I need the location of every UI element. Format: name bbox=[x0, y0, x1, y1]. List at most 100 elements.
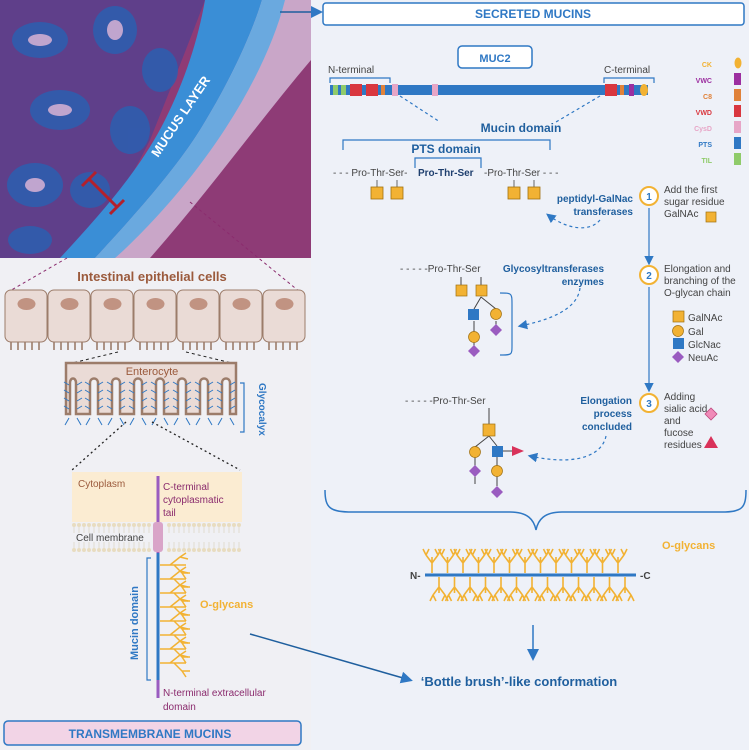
pts-domain-label: PTS domain bbox=[411, 142, 480, 156]
glycocalyx-ticks bbox=[63, 381, 236, 426]
zoom-lines-top bbox=[7, 201, 301, 293]
glcnac-square-icon bbox=[673, 338, 684, 349]
enzyme1-arrow bbox=[546, 213, 601, 229]
muc2-label: MUC2 bbox=[479, 53, 510, 65]
transmembrane-banner-text: TRANSMEMBRANE MUCINS bbox=[69, 727, 232, 741]
transmembrane-to-brush-arrow bbox=[249, 633, 413, 684]
enzyme1-line2: transferases bbox=[574, 207, 634, 218]
o-glycans-label-left: O-glycans bbox=[200, 599, 253, 611]
legend-item-til: TIL bbox=[702, 153, 741, 165]
secreted-banner bbox=[322, 2, 745, 26]
gal-circle-icon bbox=[672, 325, 684, 337]
legend-item-cysd: CysD bbox=[694, 121, 741, 133]
svg-text:C8: C8 bbox=[703, 94, 712, 101]
svg-text:CysD: CysD bbox=[694, 126, 712, 133]
thickness-marker bbox=[80, 170, 126, 216]
svg-text:PTS: PTS bbox=[698, 142, 712, 149]
galnac-square-icon bbox=[672, 310, 685, 323]
legend-item-c8: C8 bbox=[703, 89, 741, 101]
sugar-legend: GalNAc Gal GlcNac NeuAc bbox=[672, 310, 722, 364]
mucin-domain-label-left: Mucin domain bbox=[129, 586, 141, 660]
legend-neuac: NeuAc bbox=[688, 353, 718, 364]
enzyme2-line1: Glycosyltransferases bbox=[503, 264, 605, 275]
epithelial-cells-row bbox=[4, 289, 306, 350]
svg-text:residues: residues bbox=[664, 440, 702, 451]
legend-item-ck: CK bbox=[702, 57, 742, 69]
enterocyte: Enterocyte bbox=[63, 361, 238, 426]
galnac-step1 bbox=[370, 180, 541, 200]
cell-membrane-label: Cell membrane bbox=[76, 533, 144, 544]
enzyme1-line1: peptidyl-GalNac bbox=[557, 194, 634, 205]
epithelial-title: Intestinal epithelial cells bbox=[77, 269, 227, 284]
neuac-diamond-icon bbox=[672, 351, 684, 363]
c-end-label: -C bbox=[640, 571, 651, 582]
svg-text:O-glycan chain: O-glycan chain bbox=[664, 288, 731, 299]
galnac-square-icon-step1 bbox=[705, 211, 717, 223]
enzyme2-line2: enzymes bbox=[562, 277, 605, 288]
sequence-step2: - - - - -Pro-Thr-Ser bbox=[400, 264, 481, 275]
sequence-left: - - - Pro-Thr-Ser- bbox=[333, 168, 407, 179]
epithelial-cell bbox=[262, 289, 306, 350]
svg-text:sialic acid: sialic acid bbox=[664, 404, 707, 415]
cytoplasm-label: Cytoplasm bbox=[78, 479, 125, 490]
n-terminal-label: N-terminal bbox=[328, 65, 374, 76]
svg-text:1: 1 bbox=[646, 192, 652, 203]
pts-inner-bracket bbox=[414, 157, 482, 168]
secreted-banner-text: SECRETED MUCINS bbox=[475, 7, 591, 21]
secreted-brace bbox=[324, 489, 747, 531]
fucose-icon bbox=[704, 436, 718, 448]
enzyme3-line1: Elongation bbox=[580, 396, 632, 407]
mucin-domain-bracket bbox=[146, 557, 151, 681]
svg-text:and: and bbox=[664, 416, 681, 427]
c-terminal-label: C-terminal bbox=[604, 65, 650, 76]
glycocalyx-label: Glycocalyx bbox=[256, 383, 267, 436]
svg-text:VWC: VWC bbox=[696, 78, 712, 85]
epithelial-cell bbox=[90, 289, 134, 350]
epithelial-cell bbox=[176, 289, 220, 350]
cell-membrane-bilayer bbox=[72, 523, 241, 552]
c-terminal-label-3: tail bbox=[163, 508, 176, 519]
enzyme3-line2: process bbox=[594, 409, 633, 420]
n-terminal-label-2: domain bbox=[163, 702, 196, 713]
c-terminal-label-2: cytoplasmatic bbox=[163, 495, 224, 506]
sequence-right: -Pro-Thr-Ser - - - bbox=[484, 168, 558, 179]
terminal-brackets bbox=[329, 77, 655, 83]
right-panel-bg bbox=[311, 0, 749, 750]
sialic-acid-icon bbox=[704, 407, 718, 421]
transmembrane-segment bbox=[153, 522, 163, 552]
epithelial-cell bbox=[47, 289, 91, 350]
epithelial-cell bbox=[4, 289, 48, 350]
epithelial-cell bbox=[133, 289, 177, 350]
legend-item-vwc: VWC bbox=[696, 73, 741, 85]
legend-gal: Gal bbox=[688, 327, 704, 338]
svg-text:GalNAc: GalNAc bbox=[664, 209, 698, 220]
svg-text:Adding: Adding bbox=[664, 392, 695, 403]
legend-glcnac: GlcNac bbox=[688, 340, 721, 351]
legend-item-pts: PTS bbox=[698, 137, 741, 149]
enzyme3-arrow bbox=[527, 435, 607, 463]
muc2-domain-bar bbox=[330, 84, 648, 96]
enzyme3-line3: concluded bbox=[582, 422, 632, 433]
mucin-domain-label: Mucin domain bbox=[481, 121, 562, 135]
n-end-label: N- bbox=[410, 571, 421, 582]
svg-text:Add the first: Add the first bbox=[664, 185, 718, 196]
mucin-domain-zoom-lines bbox=[399, 95, 601, 123]
svg-text:2: 2 bbox=[646, 271, 652, 282]
svg-text:3: 3 bbox=[646, 399, 652, 410]
legend-galnac: GalNAc bbox=[688, 313, 722, 324]
zoom-lines-bottom bbox=[71, 421, 241, 471]
glycan-step2 bbox=[455, 277, 513, 357]
svg-text:sugar residue: sugar residue bbox=[664, 197, 725, 208]
bottle-brush-label: ‘Bottle brush’-like conformation bbox=[421, 674, 618, 689]
svg-text:Elongation and: Elongation and bbox=[664, 264, 731, 275]
svg-text:branching of the: branching of the bbox=[664, 276, 736, 287]
sequence-middle: Pro-Thr-Ser bbox=[418, 168, 474, 179]
n-terminal-label-1: N-terminal extracellular bbox=[163, 688, 266, 699]
histology-micrograph: MUCUS LAYER bbox=[0, 0, 311, 258]
svg-text:fucose: fucose bbox=[664, 428, 694, 439]
